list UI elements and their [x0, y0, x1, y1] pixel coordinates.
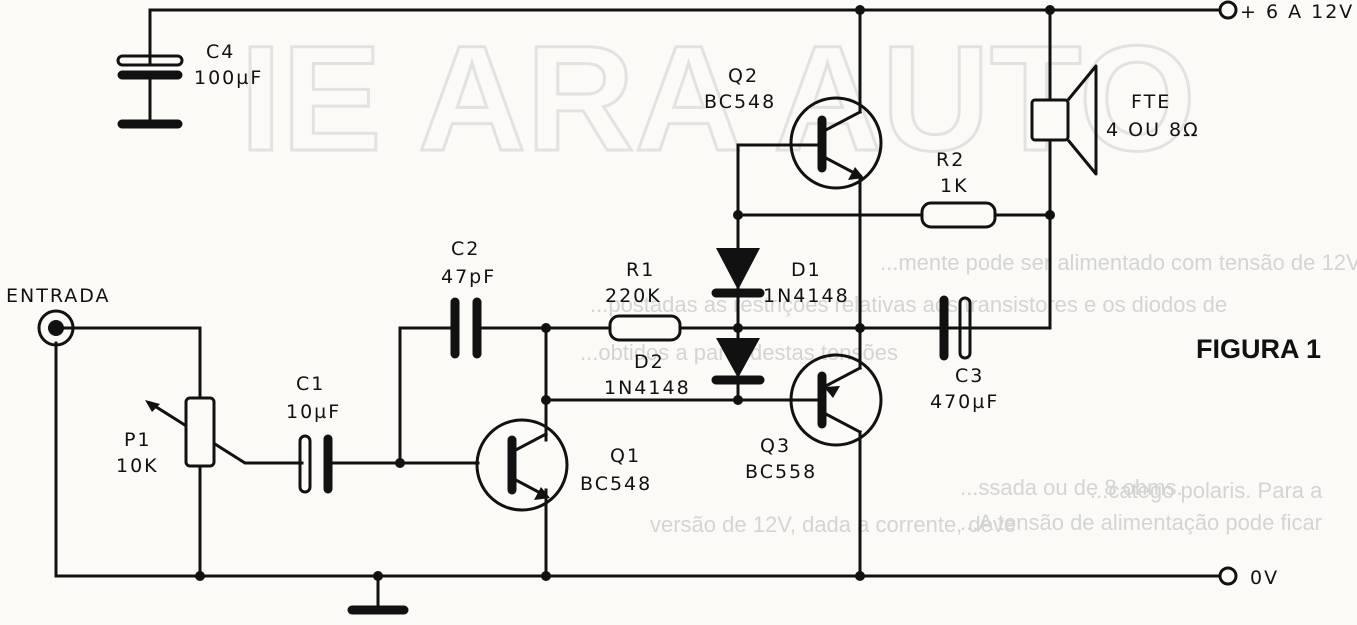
c1-ref: C1 [296, 373, 325, 395]
speaker [1030, 64, 1098, 176]
transistor-q2 [789, 96, 883, 190]
supply-label: + 6 A 12V [1240, 1, 1354, 23]
q1-ref: Q1 [610, 445, 641, 467]
bleed-line-6: ...catego polaris. Para a [1090, 478, 1323, 503]
q2-ref: Q2 [728, 65, 759, 87]
p1-ref: P1 [124, 429, 152, 451]
diode-d2 [711, 338, 765, 385]
ground-terminal [1218, 566, 1238, 586]
bleed-line-5: ...A tensão de alimentação pode ficar [960, 510, 1322, 535]
d1-ref: D1 [791, 259, 822, 281]
resistor-r2 [920, 201, 997, 229]
c4-value: 100µF [194, 67, 263, 89]
q1-value: BC548 [580, 473, 652, 495]
transistor-q3 [789, 353, 883, 447]
q2-value: BC548 [704, 91, 776, 113]
bleed-line-4: ...ssada ou de 8 ohms. [960, 475, 1183, 500]
capacitor-c2 [450, 297, 482, 359]
bleed-line-7: versão de 12V, dada a corrente, deve [650, 512, 1016, 537]
bleed-line-1: ...mente pode ser alimentado com tensão … [880, 250, 1357, 275]
potentiometer-p1 [145, 396, 216, 468]
c4-ref: C4 [206, 41, 235, 63]
input-label: ENTRADA [6, 285, 111, 307]
capacitor-c1 [298, 434, 333, 494]
bleed-through: IE ARA AUTO ...mente pode ser alimentado… [239, 13, 1357, 538]
transistor-q1 [475, 418, 569, 512]
r1-value: 220K [605, 285, 662, 307]
c1-value: 10µF [286, 401, 341, 423]
r2-ref: R2 [936, 149, 965, 171]
q3-ref: Q3 [760, 435, 791, 457]
capacitor-c4 [116, 54, 184, 80]
capacitor-c3 [939, 295, 972, 361]
q3-value: BC558 [745, 461, 817, 483]
input-jack [37, 309, 75, 347]
bleed-big-text: IE ARA AUTO [240, 14, 1196, 182]
ground-label: 0V [1250, 567, 1279, 589]
d2-ref: D2 [634, 351, 665, 373]
speaker-value: 4 OU 8Ω [1106, 119, 1200, 141]
c2-value: 47pF [441, 266, 496, 288]
ground-rail-wire [54, 341, 1222, 578]
speaker-ref: FTE [1131, 91, 1171, 113]
p1-wiper [147, 400, 304, 465]
resistor-r1 [608, 314, 682, 342]
diode-d1 [711, 248, 765, 298]
c2-left-wire [398, 326, 454, 465]
bleed-line-2: ...postadas as restrições relativas aos … [590, 292, 1227, 317]
r1-ref: R1 [626, 259, 655, 281]
p1-value: 10K [116, 455, 159, 477]
c2-ref: C2 [451, 238, 480, 260]
d2-value: 1N4148 [604, 377, 691, 399]
junction-dots [195, 5, 1055, 581]
c3-ref: C3 [955, 365, 984, 387]
d1-value: 1N4148 [763, 285, 850, 307]
p1-top-wire [54, 326, 202, 400]
supply-terminal [1218, 0, 1238, 20]
c3-value: 470µF [930, 391, 999, 413]
r2-value: 1K [940, 175, 969, 197]
figure-label: FIGURA 1 [1196, 334, 1321, 364]
